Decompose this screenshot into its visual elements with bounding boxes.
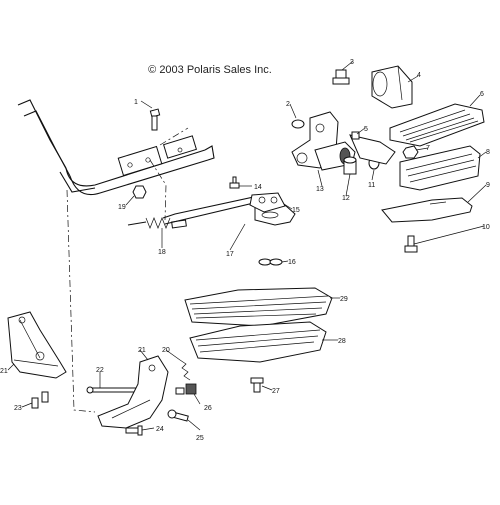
plate-9: [381, 197, 473, 223]
block-26: [175, 383, 197, 395]
leader-lines: [7, 61, 487, 431]
nut-19: [132, 185, 147, 199]
washer-2: [291, 119, 305, 129]
callout-2: 2: [286, 101, 290, 108]
bolt-27: [250, 377, 264, 393]
copyright-notice: © 2003 Polaris Sales Inc.: [148, 64, 272, 76]
bolt-25: [167, 409, 189, 422]
bolt-24: [125, 425, 143, 436]
bolt-10: [404, 235, 418, 253]
callout-15: 15: [292, 207, 300, 214]
callout-12: 12: [342, 195, 350, 202]
bracket-arm: [349, 134, 396, 165]
bracket-21-left: [7, 311, 67, 379]
bolt-1: [149, 108, 161, 131]
bolt-14: [229, 176, 240, 189]
horn-4: [371, 65, 413, 109]
floorboard-6: [389, 103, 485, 147]
callout-20: 20: [162, 347, 170, 354]
spring-18: [127, 217, 187, 229]
bracket-15: [249, 192, 286, 213]
callout-27: 27: [272, 388, 280, 395]
callout-17: 17: [226, 251, 234, 258]
callout-24: 24: [156, 426, 164, 433]
callout-labels: 1 2 3 4 5 6 7 8 9 10 11 12 13 14 15 16 1…: [0, 59, 490, 442]
callout-9: 9: [486, 182, 490, 189]
callout-8: 8: [486, 149, 490, 156]
callout-29: 29: [340, 296, 348, 303]
callout-6: 6: [480, 91, 484, 98]
callout-25: 25: [196, 435, 204, 442]
callout-21-left: 21: [0, 368, 8, 375]
callout-10: 10: [482, 224, 490, 231]
callout-16: 16: [288, 259, 296, 266]
callout-13: 13: [316, 186, 324, 193]
bolt-5: [351, 131, 360, 140]
spring-20: [179, 359, 191, 381]
callout-21-center: 21: [138, 347, 146, 354]
callout-19: 19: [118, 204, 126, 211]
floorboard-28: [189, 321, 327, 363]
washer-16: [258, 258, 283, 266]
nut-7: [402, 145, 419, 159]
callout-4: 4: [417, 72, 421, 79]
callout-5: 5: [364, 126, 368, 133]
callout-1: 1: [134, 99, 138, 106]
bolt-23: [31, 391, 49, 409]
callout-26: 26: [204, 405, 212, 412]
frame-tubes: [17, 99, 215, 196]
callout-7: 7: [426, 145, 430, 152]
pin-12: [343, 156, 357, 175]
callout-22: 22: [96, 367, 104, 374]
pin-22: [86, 386, 137, 394]
callout-3: 3: [350, 59, 354, 66]
floorboard-29: [184, 287, 333, 327]
callout-14: 14: [254, 184, 262, 191]
callout-18: 18: [158, 249, 166, 256]
callout-23: 23: [14, 405, 22, 412]
callout-11: 11: [368, 182, 375, 189]
floorboard-8: [399, 145, 481, 191]
bolt-3: [332, 69, 350, 85]
callout-28: 28: [338, 338, 346, 345]
